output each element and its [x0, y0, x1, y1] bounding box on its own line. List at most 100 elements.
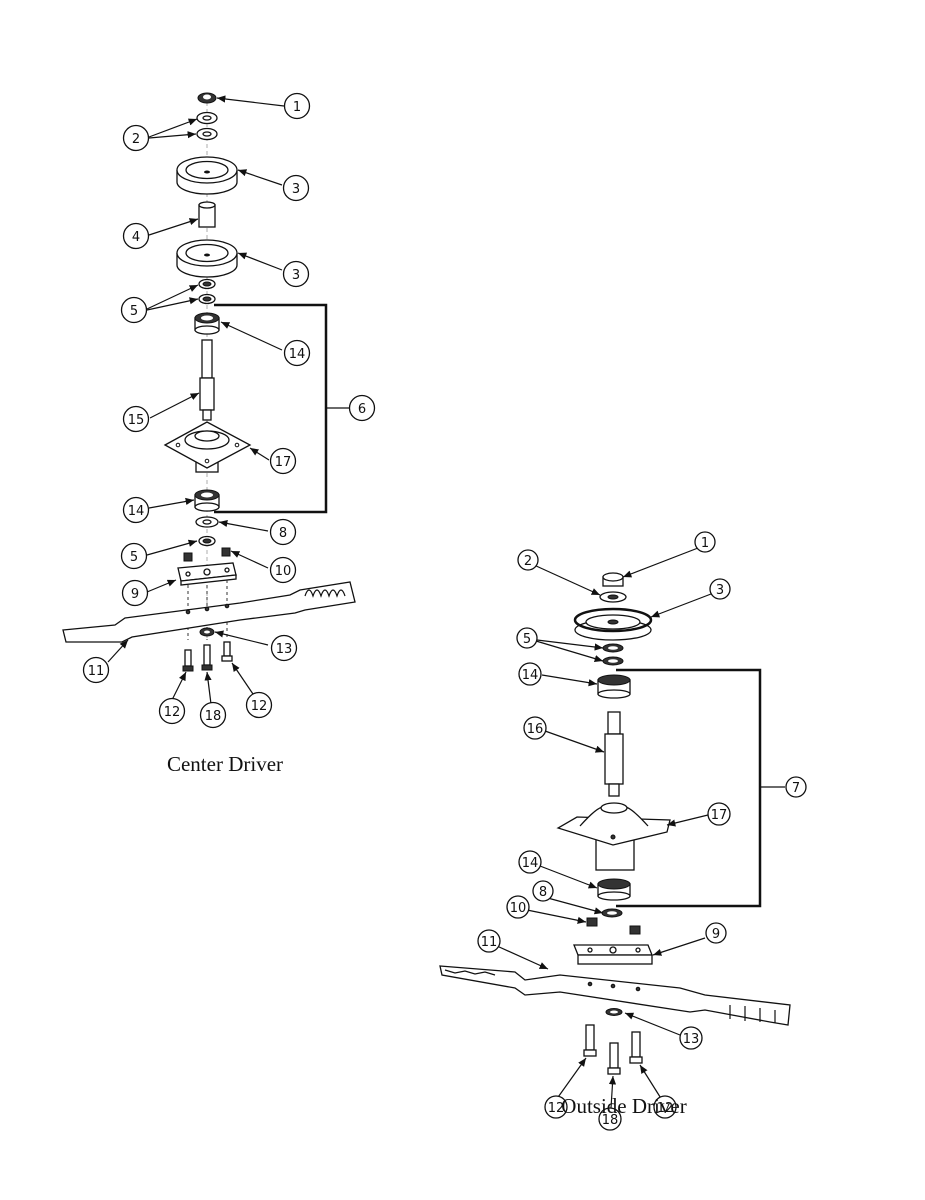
- callout-7: 7: [785, 776, 807, 798]
- svg-text:5: 5: [523, 632, 531, 647]
- callout-14: 14: [518, 662, 542, 686]
- svg-text:9: 9: [131, 587, 139, 602]
- callout-2: 2: [122, 124, 150, 152]
- svg-text:14: 14: [522, 856, 539, 871]
- pulley-part: [176, 156, 238, 195]
- spindle-housing-part: [163, 421, 252, 473]
- callout-13: 13: [679, 1026, 703, 1050]
- svg-text:6: 6: [358, 402, 366, 417]
- svg-text:12: 12: [251, 699, 268, 714]
- pulley-part: [176, 239, 238, 278]
- svg-text:13: 13: [276, 642, 293, 657]
- svg-text:8: 8: [279, 526, 287, 541]
- svg-text:15: 15: [128, 413, 145, 428]
- svg-text:12: 12: [657, 1101, 674, 1116]
- callout-8: 8: [532, 880, 554, 902]
- svg-text:17: 17: [711, 808, 728, 823]
- callout-6: 6: [348, 394, 376, 422]
- callout-8: 8: [269, 518, 297, 546]
- svg-text:5: 5: [130, 550, 138, 565]
- svg-text:17: 17: [275, 455, 292, 470]
- svg-text:10: 10: [275, 564, 292, 579]
- svg-text:14: 14: [128, 504, 145, 519]
- svg-text:3: 3: [716, 583, 724, 598]
- callout-16: 16: [523, 716, 547, 740]
- callout-2: 2: [517, 549, 539, 571]
- svg-text:2: 2: [524, 554, 532, 569]
- svg-text:12: 12: [548, 1101, 565, 1116]
- svg-text:3: 3: [292, 268, 300, 283]
- center-driver-assembly: 1 2 3 4 3 5 14 6 15 17 14 8 5 10 9 11 13…: [62, 92, 376, 776]
- svg-text:3: 3: [292, 182, 300, 197]
- center-driver-caption: Center Driver: [167, 752, 283, 776]
- callout-14: 14: [518, 850, 542, 874]
- bolt-part: [221, 641, 233, 662]
- callout-18: 18: [598, 1107, 622, 1131]
- spindle-housing-part: [556, 802, 671, 871]
- callout-1: 1: [283, 92, 311, 120]
- svg-text:16: 16: [527, 722, 544, 737]
- blade-plate-part: [573, 944, 653, 965]
- svg-text:7: 7: [792, 781, 800, 796]
- svg-text:10: 10: [510, 901, 527, 916]
- svg-text:5: 5: [130, 304, 138, 319]
- assembly-bracket: [616, 668, 762, 908]
- svg-text:2: 2: [132, 132, 140, 147]
- outside-driver-caption: Outside Driver: [561, 1094, 686, 1118]
- svg-text:14: 14: [522, 668, 539, 683]
- svg-text:4: 4: [132, 230, 140, 245]
- callout-18: 18: [199, 701, 227, 729]
- bearing-part: [194, 489, 220, 512]
- callout-5: 5: [516, 627, 538, 649]
- nut-part: [197, 92, 217, 104]
- callout-14: 14: [122, 496, 150, 524]
- callout-3: 3: [282, 174, 310, 202]
- callout-1: 1: [694, 531, 716, 553]
- callout-11: 11: [477, 929, 501, 953]
- outside-driver-assembly: 1 2 3 5 14 16 7 17 14 8 10 9 11 13 12 18…: [439, 531, 807, 1131]
- bolt-part: [607, 1042, 621, 1075]
- mower-blade-part: [439, 965, 791, 1026]
- bolt-part: [583, 1024, 597, 1057]
- callout-17: 17: [269, 447, 297, 475]
- svg-text:13: 13: [683, 1032, 700, 1047]
- callout-3: 3: [709, 578, 731, 600]
- bolt-part: [629, 1031, 643, 1064]
- bearing-part: [597, 878, 631, 901]
- callout-12: 12: [544, 1095, 568, 1119]
- bearing-part: [194, 312, 220, 335]
- callout-10: 10: [506, 895, 530, 919]
- bolt-part: [201, 644, 213, 671]
- svg-text:11: 11: [481, 935, 498, 950]
- callout-17: 17: [707, 802, 731, 826]
- blade-plate-part: [177, 562, 237, 586]
- nut-part: [602, 572, 624, 587]
- callout-12: 12: [245, 691, 273, 719]
- svg-text:18: 18: [205, 709, 222, 724]
- spindle-shaft-part: [604, 711, 624, 797]
- spindle-shaft-part: [199, 339, 215, 421]
- svg-text:12: 12: [164, 705, 181, 720]
- callout-5: 5: [120, 542, 148, 570]
- callout-10: 10: [269, 556, 297, 584]
- callout-4: 4: [122, 222, 150, 250]
- callout-9: 9: [705, 922, 727, 944]
- callout-13: 13: [270, 634, 298, 662]
- svg-text:9: 9: [712, 927, 720, 942]
- svg-text:14: 14: [289, 347, 306, 362]
- svg-text:1: 1: [701, 536, 709, 551]
- svg-text:11: 11: [88, 664, 105, 679]
- callout-15: 15: [122, 405, 150, 433]
- callout-12: 12: [158, 697, 186, 725]
- svg-text:18: 18: [602, 1113, 619, 1128]
- svg-text:1: 1: [293, 100, 301, 115]
- assembly-bracket: [214, 303, 328, 514]
- spacer-part: [198, 201, 216, 228]
- callout-12: 12: [653, 1095, 677, 1119]
- svg-text:8: 8: [539, 885, 547, 900]
- callout-14: 14: [283, 339, 311, 367]
- callout-9: 9: [121, 579, 149, 607]
- bearing-part: [597, 674, 631, 699]
- pulley-part: [573, 607, 653, 641]
